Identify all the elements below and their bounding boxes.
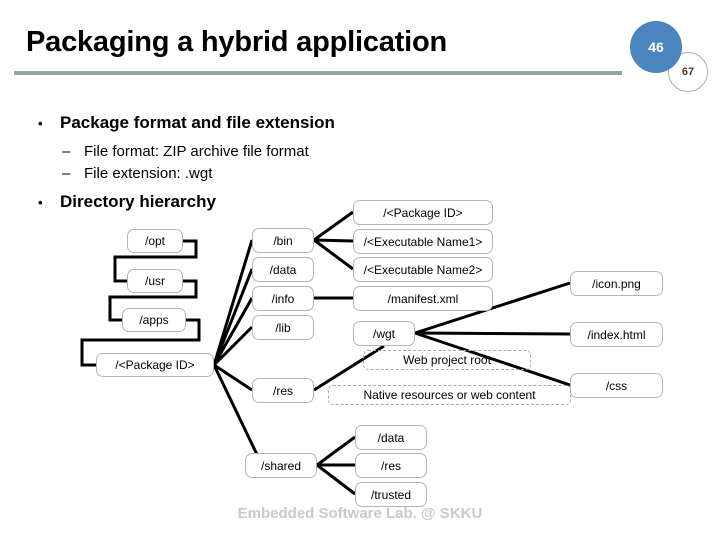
node-trusted-label: /trusted	[370, 487, 412, 502]
node-data-bottom[interactable]: /data	[355, 425, 427, 450]
annotation-web-project-root-label: Web project root	[403, 353, 491, 367]
bullet-package-format: • Package format and file extension	[38, 113, 335, 133]
node-data-middle[interactable]: /data	[252, 257, 314, 282]
annotation-native-resources: Native resources or web content	[328, 385, 571, 405]
node-data-bottom-label: /data	[377, 430, 405, 445]
node-bin[interactable]: /bin	[252, 228, 314, 253]
node-data-middle-label: /data	[269, 262, 297, 277]
node-css[interactable]: /css	[570, 373, 663, 398]
node-css-label: /css	[605, 378, 628, 393]
node-apps-label: /apps	[139, 313, 169, 327]
node-usr-label: /usr	[144, 274, 165, 288]
bullet-file-format: –File format: ZIP archive file format	[62, 143, 309, 160]
node-package-id-right[interactable]: /<Package ID>	[353, 200, 493, 225]
node-usr[interactable]: /usr	[127, 269, 183, 293]
node-lib-label: /lib	[275, 320, 291, 335]
node-index-html-label: /index.html	[587, 327, 646, 342]
page-number-badge: 46	[630, 21, 682, 73]
node-icon-png-label: /icon.png	[592, 276, 641, 291]
node-wgt-label: /wgt	[372, 326, 395, 341]
page-title: Packaging a hybrid application	[26, 26, 448, 58]
dash-marker: –	[62, 143, 71, 160]
node-wgt[interactable]: /wgt	[353, 321, 415, 346]
node-index-html[interactable]: /index.html	[570, 322, 663, 347]
bullet-file-format-label: File format: ZIP archive file format	[84, 143, 309, 160]
node-res-middle[interactable]: /res	[252, 378, 314, 403]
node-executable-name1-label: /<Executable Name1>	[363, 234, 483, 249]
bullet-file-extension: –File extension: .wgt	[62, 165, 212, 182]
node-shared[interactable]: /shared	[245, 453, 317, 478]
node-info-label: /info	[271, 291, 295, 306]
bullet-marker: •	[38, 116, 43, 131]
node-opt-label: /opt	[144, 234, 165, 248]
node-executable-name1[interactable]: /<Executable Name1>	[353, 229, 493, 254]
node-package-id-left[interactable]: /<Package ID>	[96, 353, 214, 377]
node-res-bottom[interactable]: /res	[355, 453, 427, 478]
node-manifest-xml-label: /manifest.xml	[387, 291, 459, 306]
node-shared-label: /shared	[260, 458, 302, 473]
node-executable-name2-label: /<Executable Name2>	[363, 262, 483, 277]
node-apps[interactable]: /apps	[122, 308, 186, 332]
node-icon-png[interactable]: /icon.png	[570, 271, 663, 296]
bullet-directory-hierarchy: • Directory hierarchy	[38, 192, 216, 212]
bullet-directory-hierarchy-label: Directory hierarchy	[60, 192, 216, 211]
node-res-bottom-label: /res	[380, 458, 401, 473]
node-package-id-right-label: /<Package ID>	[383, 205, 463, 220]
node-trusted[interactable]: /trusted	[355, 482, 427, 507]
node-executable-name2[interactable]: /<Executable Name2>	[353, 257, 493, 282]
title-divider	[14, 71, 622, 75]
node-opt[interactable]: /opt	[127, 229, 183, 253]
node-manifest-xml[interactable]: /manifest.xml	[353, 286, 493, 311]
annotation-native-resources-label: Native resources or web content	[363, 388, 536, 402]
node-info[interactable]: /info	[252, 286, 314, 311]
node-lib[interactable]: /lib	[252, 315, 314, 340]
node-bin-label: /bin	[273, 233, 293, 248]
annotation-web-project-root: Web project root	[363, 350, 531, 370]
bullet-file-extension-label: File extension: .wgt	[84, 165, 213, 182]
dash-marker: –	[62, 165, 71, 182]
bullet-marker: •	[38, 195, 43, 210]
node-package-id-left-label: /<Package ID>	[115, 358, 195, 372]
bullet-package-format-label: Package format and file extension	[60, 113, 335, 132]
node-res-middle-label: /res	[272, 383, 293, 398]
footer-text: Embedded Software Lab. @ SKKU	[237, 505, 483, 522]
